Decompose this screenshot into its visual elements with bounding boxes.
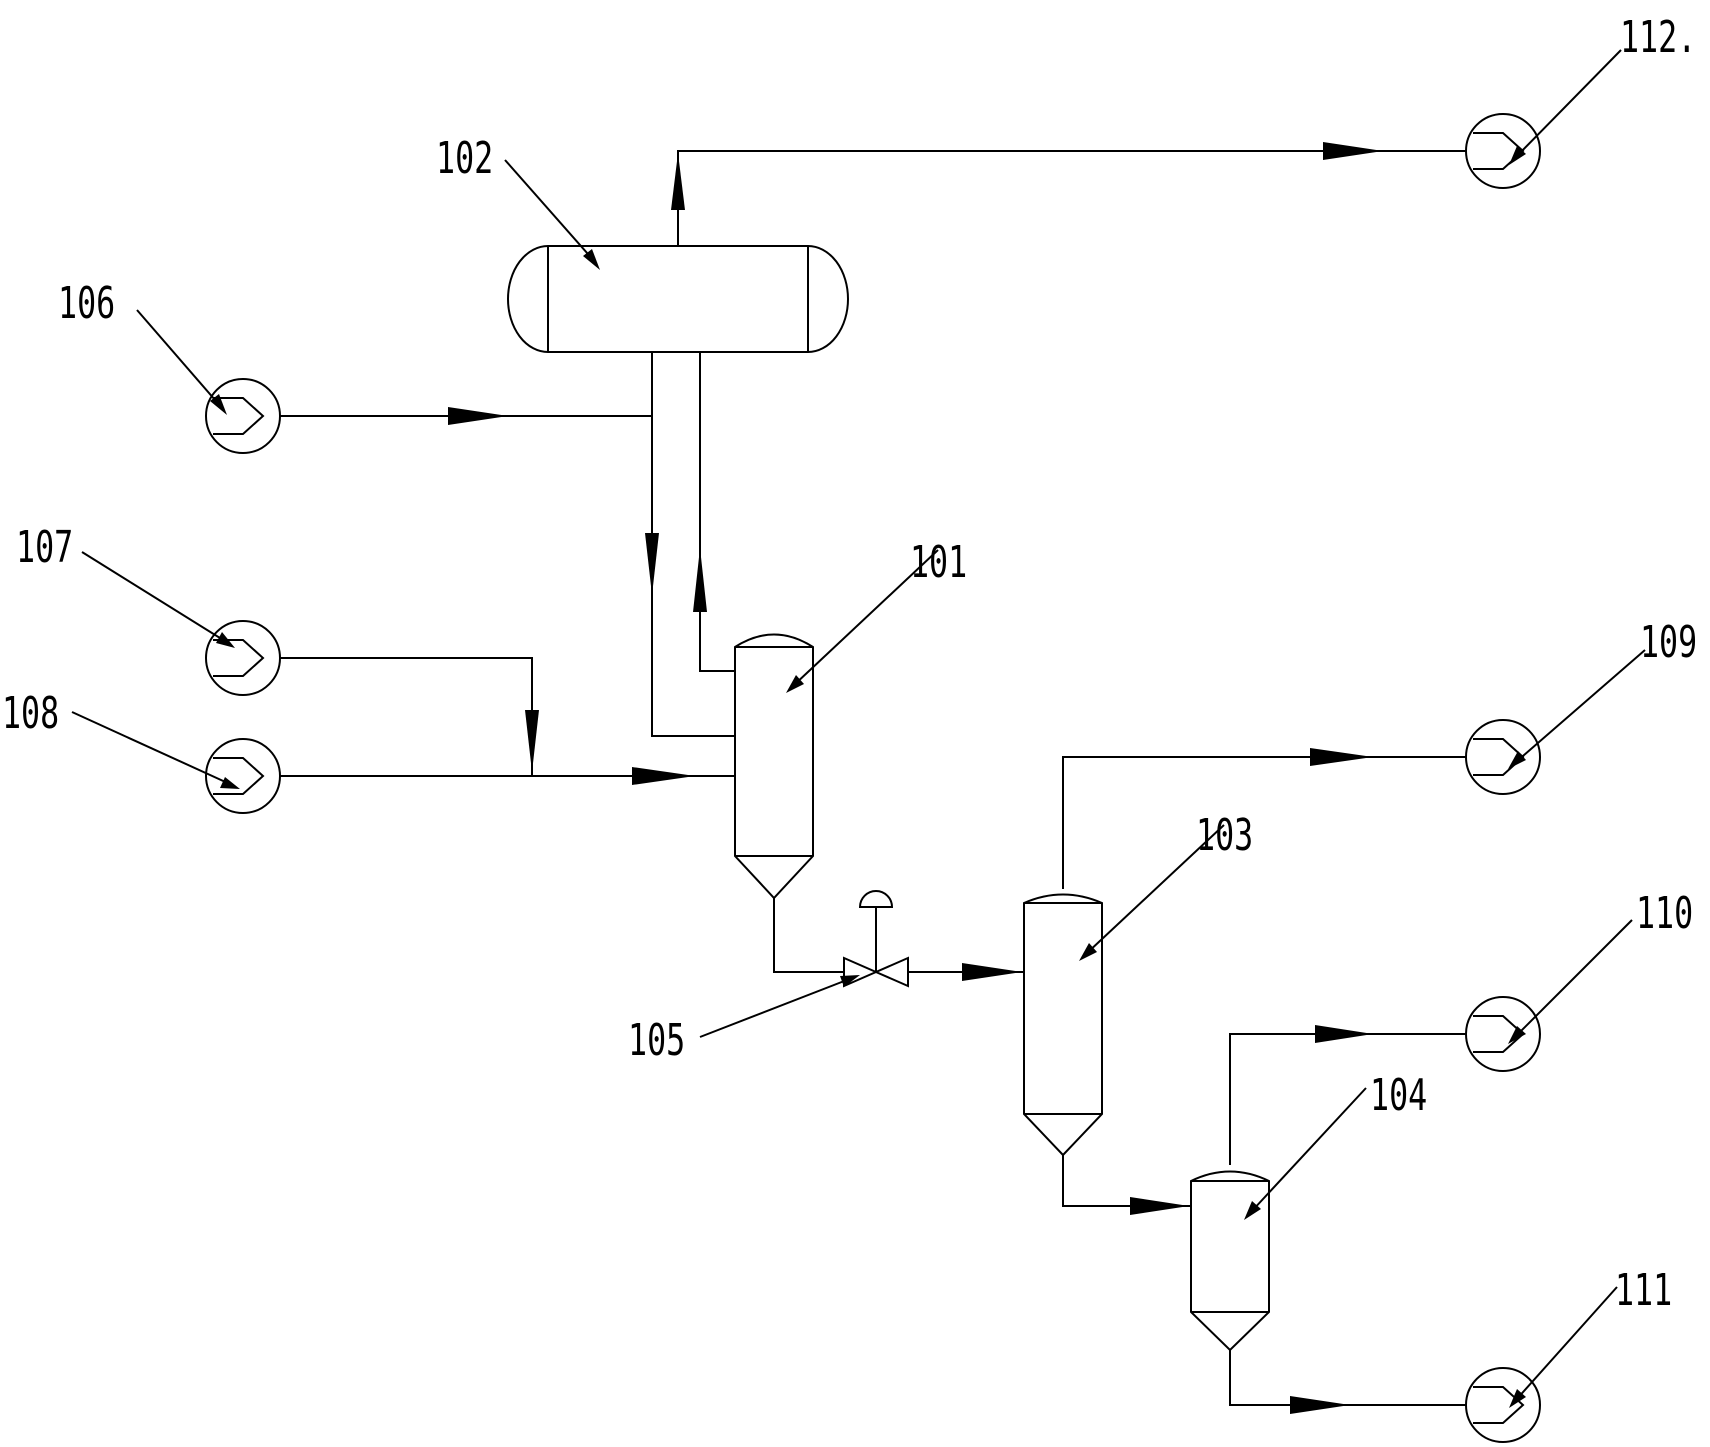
flow-arrow bbox=[671, 153, 685, 210]
column-101 bbox=[734, 633, 814, 900]
flow-arrows bbox=[448, 142, 1383, 1414]
pipe-lines bbox=[280, 150, 1468, 1406]
label-101: 101 bbox=[910, 537, 967, 589]
label-112: 112. bbox=[1620, 12, 1696, 64]
label-111: 111 bbox=[1615, 1265, 1672, 1317]
label-110: 110 bbox=[1636, 888, 1693, 940]
flow-arrow bbox=[1310, 748, 1373, 766]
label-107: 107 bbox=[16, 522, 73, 574]
leader-lines bbox=[71, 49, 1646, 1408]
label-106: 106 bbox=[58, 278, 115, 330]
flow-arrow bbox=[525, 710, 539, 772]
control-valve-icon bbox=[843, 890, 909, 988]
reference-labels: 102 106 107 108 101 109 103 110 105 104 … bbox=[2, 12, 1697, 1317]
flow-arrow bbox=[645, 533, 659, 595]
flow-arrow bbox=[693, 548, 707, 612]
stream-connector-icon bbox=[205, 620, 281, 696]
flow-arrow bbox=[1130, 1197, 1189, 1215]
label-105: 105 bbox=[628, 1015, 685, 1067]
stream-connector-icon bbox=[1465, 719, 1541, 795]
label-103: 103 bbox=[1196, 810, 1253, 862]
flow-arrow bbox=[632, 767, 695, 785]
label-102: 102 bbox=[436, 133, 493, 185]
label-108: 108 bbox=[2, 688, 59, 740]
label-104: 104 bbox=[1370, 1070, 1427, 1122]
flow-arrow bbox=[1315, 1025, 1373, 1043]
stream-connector-icon bbox=[1465, 113, 1541, 189]
flow-arrow bbox=[1290, 1396, 1350, 1414]
vessel-104 bbox=[1190, 1170, 1270, 1352]
stream-connector-icon bbox=[205, 738, 281, 814]
flow-arrow bbox=[448, 407, 508, 425]
label-109: 109 bbox=[1640, 617, 1697, 669]
column-103 bbox=[1023, 893, 1103, 1157]
stream-connector-icon bbox=[1465, 1367, 1541, 1443]
stream-connector-icon bbox=[205, 378, 281, 454]
flow-arrow bbox=[962, 963, 1022, 981]
vessel-102 bbox=[507, 245, 849, 353]
flow-arrow bbox=[1323, 142, 1383, 160]
stream-connector-icon bbox=[1465, 996, 1541, 1072]
